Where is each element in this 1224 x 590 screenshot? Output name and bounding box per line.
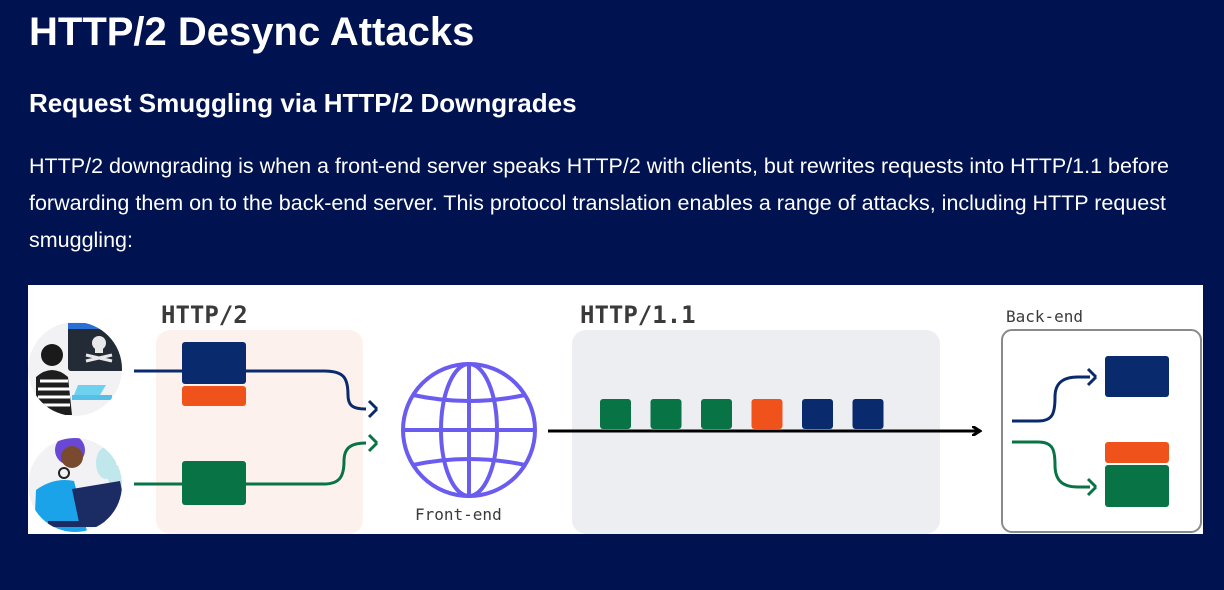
globe-icon [401,362,537,498]
stream-request-block-navy [802,399,833,429]
http11-label: HTTP/1.1 [580,301,696,329]
backend-box [1001,329,1202,533]
attacker-connection-arrowhead [367,399,379,419]
page-title: HTTP/2 Desync Attacks [29,10,475,54]
user-request-block [182,461,246,505]
stream-request-block-navy [852,399,884,429]
attacker-hacker-icon [28,322,122,416]
backend-poisoned-request-block [1105,465,1169,507]
http11-request-stream [600,399,884,429]
http2-downgrade-diagram: HTTP/2 HTTP/1.1 Back-end Front-end [28,285,1203,534]
http2-label: HTTP/2 [161,301,248,329]
page-subtitle: Request Smuggling via HTTP/2 Downgrades [29,88,577,118]
intro-paragraph: HTTP/2 downgrading is when a front-end s… [29,154,1169,252]
backend-route-arrowhead-2 [1086,477,1098,497]
backend-first-request-block [1105,356,1169,397]
backend-route-to-first-request [1012,375,1090,423]
attacker-request-block [182,342,246,384]
user-connection-line [134,441,367,486]
backend-smuggled-prefix-block [1105,442,1169,463]
stream-request-block-green [600,399,631,429]
backend-label: Back-end [1006,307,1083,326]
backend-route-arrowhead-1 [1086,367,1098,387]
stream-request-block-green [650,399,682,429]
smuggled-prefix-block [182,386,246,406]
stream-request-block-green [701,399,732,429]
frontend-label: Front-end [415,505,502,524]
backend-route-to-second-request [1012,440,1090,489]
stream-request-block-orange [751,399,783,429]
user-laptop-icon [28,438,122,532]
attacker-connection-line [134,369,367,411]
user-connection-arrowhead [367,433,379,453]
